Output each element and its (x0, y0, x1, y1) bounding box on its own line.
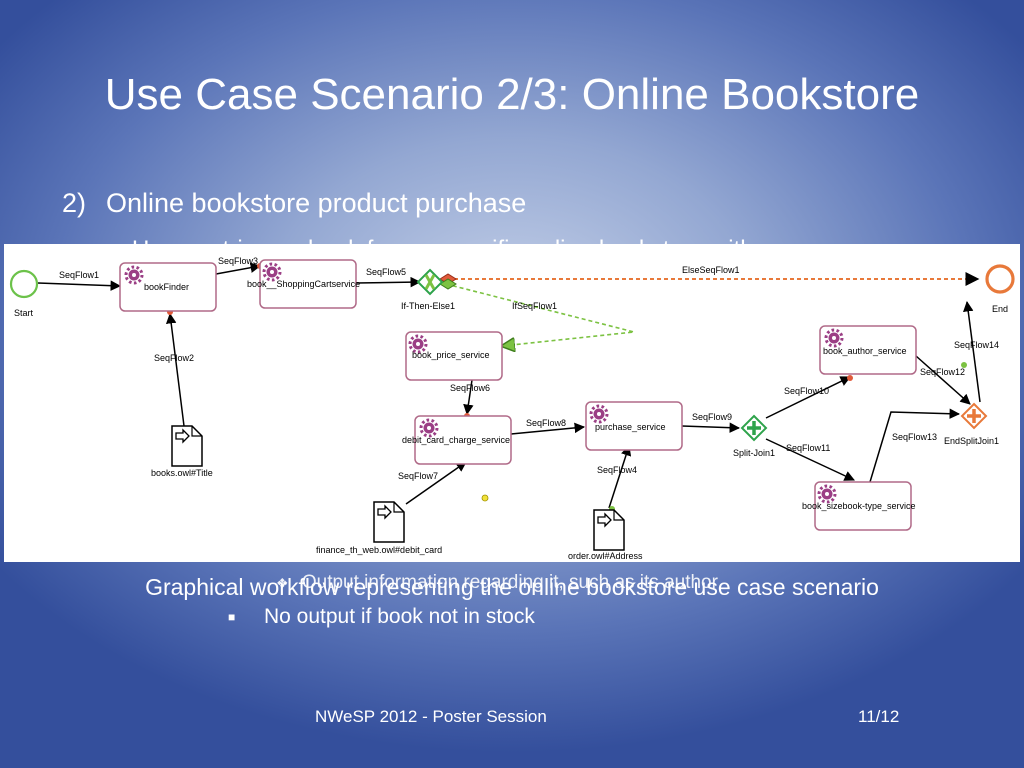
document-order-owl[interactable]: order.owl#Address (568, 509, 643, 561)
workflow-diagram: Start End bookFinder book__ShoppingCarts… (4, 244, 1020, 562)
seqflow9-label: SeqFlow9 (692, 412, 732, 422)
seqflow12-label: SeqFlow12 (920, 367, 965, 377)
document-label: finance_th_web.owl#debit_card (316, 545, 442, 555)
slide-title: Use Case Scenario 2/3: Online Bookstore (104, 70, 920, 119)
seqflow9-line (681, 422, 741, 433)
task-book-sizebook-type-service[interactable]: book_sizebook-type_service (802, 481, 916, 531)
connection-dot (847, 375, 853, 381)
if-seqflow-label: IfSeqFlow1 (512, 301, 557, 311)
gateway-label: Split-Join1 (733, 448, 775, 458)
task-book-author-service[interactable]: book_author_service (819, 325, 917, 375)
seqflow13-label: SeqFlow13 (892, 432, 937, 442)
stray-point (481, 494, 489, 502)
workflow-diagram-svg: Start End bookFinder book__ShoppingCarts… (9, 256, 1015, 561)
seqflow12-line (915, 355, 971, 405)
seqflow6-label: SeqFlow6 (450, 383, 490, 393)
seqflow2-label: SeqFlow2 (154, 353, 194, 363)
task-label: book_price_service (412, 350, 490, 360)
else-seqflow-label: ElseSeqFlow1 (682, 265, 740, 275)
gateway-label: EndSplitJoin1 (944, 436, 999, 446)
end-event[interactable] (985, 264, 1015, 294)
task-label: book__ShoppingCartservice (247, 279, 360, 289)
gateway-if-then-else[interactable]: If-Then-Else1 (401, 268, 455, 311)
seqflow10-line (765, 376, 851, 419)
gateway-end-split-join[interactable]: EndSplitJoin1 (944, 402, 999, 446)
task-book-price-service[interactable]: book_price_service (405, 331, 503, 381)
document-finance-owl[interactable]: finance_th_web.owl#debit_card (316, 501, 442, 555)
seqflow3-line (215, 262, 262, 275)
square-bullet-icon: ■ (228, 610, 236, 625)
document-label: order.owl#Address (568, 551, 643, 561)
seqflow5-line (355, 276, 422, 288)
seqflow1-label: SeqFlow1 (59, 270, 99, 280)
sub-bullet-item: ■ No output if book not in stock (228, 605, 535, 629)
task-debit-card-charge-service[interactable]: debit_card_charge_service (402, 415, 512, 465)
task-label: bookFinder (144, 282, 189, 292)
seqflow8-label: SeqFlow8 (526, 418, 566, 428)
seqflow8-line (510, 422, 586, 435)
seqflow13-line (869, 408, 961, 483)
connection-dot (961, 362, 967, 368)
page-number: 11/12 (858, 707, 900, 726)
gateway-split-join[interactable]: Split-Join1 (733, 414, 775, 458)
footer-text: NWeSP 2012 - Poster Session (315, 707, 547, 726)
task-label: purchase_service (595, 422, 666, 432)
seqflow4-line (608, 445, 632, 509)
seqflow11-label: SeqFlow11 (786, 443, 830, 453)
bullet-number: 2) (62, 188, 87, 218)
task-shopping-cart-service[interactable]: book__ShoppingCartservice (247, 259, 360, 309)
overlapping-bullet-text: ❖ Output information regarding it, such … (276, 572, 718, 594)
sub-bullet-text: No output if book not in stock (264, 605, 535, 628)
seqflow11-line (765, 438, 855, 481)
start-event[interactable] (9, 269, 39, 299)
bullet-item: 2) Online bookstore product purchase (62, 188, 526, 219)
task-purchase-service[interactable]: purchase_service (585, 401, 683, 451)
diagram-caption: Graphical workflow representing the onli… (145, 574, 879, 600)
task-bookfinder[interactable]: bookFinder (119, 262, 217, 312)
seqflow6-line (463, 379, 474, 416)
document-label: books.owl#Title (151, 468, 213, 478)
seqflow7-label: SeqFlow7 (398, 471, 438, 481)
seqflow4-label: SeqFlow4 (597, 465, 637, 475)
gateway-label: If-Then-Else1 (401, 301, 455, 311)
bullet-text: Online bookstore product purchase (106, 188, 527, 218)
seqflow3-label: SeqFlow3 (218, 256, 258, 266)
seqflow10-label: SeqFlow10 (784, 386, 829, 396)
document-books-owl[interactable]: books.owl#Title (151, 425, 213, 478)
if-seqflow-line (445, 283, 635, 346)
seqflow14-line (963, 300, 981, 403)
seqflow7-line (405, 461, 467, 505)
seqflow2-line (165, 312, 185, 427)
start-event-label: Start (14, 308, 34, 318)
seqflow14-label: SeqFlow14 (954, 340, 999, 350)
overlapping-bullet-label: Output information regarding it, such as… (301, 572, 718, 593)
task-label: book_sizebook-type_service (802, 501, 916, 511)
seqflow5-label: SeqFlow5 (366, 267, 406, 277)
task-label: debit_card_charge_service (402, 435, 510, 445)
diamond-bullet-icon: ❖ (276, 575, 289, 591)
seqflow1-line (37, 280, 122, 291)
if-condition-diamond (439, 278, 457, 290)
task-label: book_author_service (823, 346, 907, 356)
end-event-label: End (992, 304, 1008, 314)
